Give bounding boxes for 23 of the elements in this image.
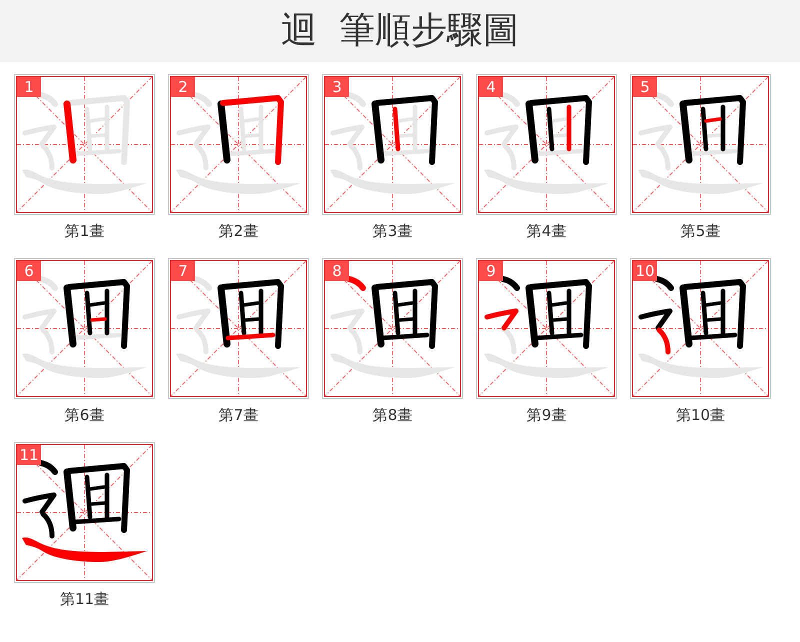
page-title: 迴 筆順步驟圖 bbox=[280, 11, 520, 51]
step-number-badge: 1 bbox=[17, 77, 41, 97]
step-caption: 第8畫 bbox=[372, 406, 412, 424]
step-number-badge: 3 bbox=[325, 77, 349, 97]
step-number-badge: 2 bbox=[171, 77, 195, 97]
step-number-badge: 11 bbox=[17, 445, 41, 465]
step-caption: 第10畫 bbox=[676, 406, 726, 424]
step-caption: 第11畫 bbox=[60, 590, 110, 608]
step-caption: 第4畫 bbox=[526, 222, 566, 240]
step-caption: 第1畫 bbox=[64, 222, 104, 240]
step-caption: 第3畫 bbox=[372, 222, 412, 240]
step-caption: 第2畫 bbox=[218, 222, 258, 240]
step-number-badge: 7 bbox=[171, 261, 195, 281]
step-number-badge: 6 bbox=[17, 261, 41, 281]
step-caption: 第9畫 bbox=[526, 406, 566, 424]
step-number-badge: 10 bbox=[633, 261, 657, 281]
step-number-badge: 9 bbox=[479, 261, 503, 281]
step-number-badge: 5 bbox=[633, 77, 657, 97]
step-number-badge: 4 bbox=[479, 77, 503, 97]
step-caption: 第7畫 bbox=[218, 406, 258, 424]
step-number-badge: 8 bbox=[325, 261, 349, 281]
step-caption: 第6畫 bbox=[64, 406, 104, 424]
step-caption: 第5畫 bbox=[680, 222, 720, 240]
